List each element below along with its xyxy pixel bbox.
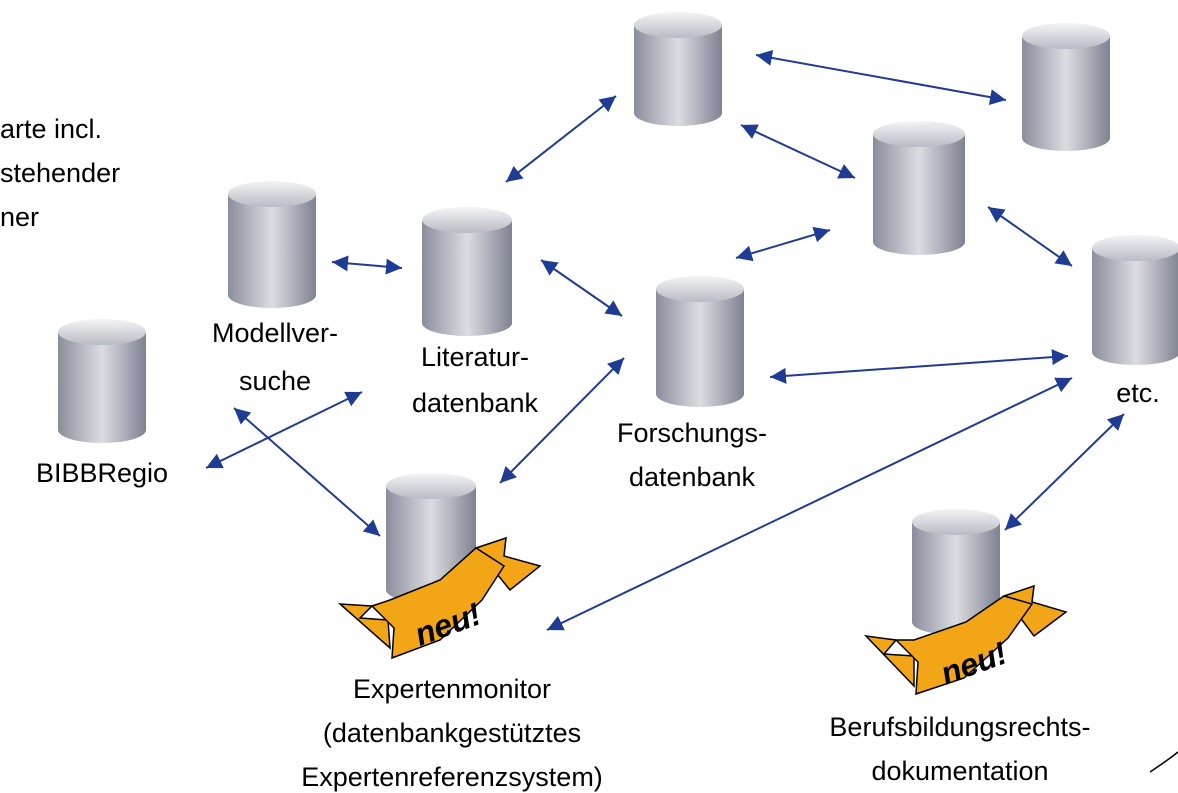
- arrow-topdb-middledb: [740, 124, 856, 179]
- arrow-bibbregio-modellversuche: [205, 391, 363, 469]
- label-literatur-line1: Literatur-: [421, 342, 529, 372]
- arrow-modellversuche-expertenmonitor: [233, 407, 381, 537]
- label-modellversuche: Modellver- suche: [212, 318, 338, 396]
- database-cylinder-middle: [873, 121, 965, 255]
- database-cylinder-right: [1022, 23, 1110, 151]
- database-cylinder-forschung: [656, 276, 744, 407]
- intro-line-1: arte incl.: [0, 114, 102, 144]
- arrow-literatur-topdb: [505, 95, 617, 183]
- arrow-topdb-rightdb: [755, 49, 1007, 106]
- label-expertenmonitor-line1: Expertenmonitor: [353, 674, 551, 704]
- arrow-modellversuche-literatur: [331, 255, 403, 275]
- arrow-expertenmonitor-etc: [546, 377, 1073, 631]
- label-bibbregio: BIBBRegio: [36, 458, 168, 488]
- label-forschung: Forschungs- datenbank: [617, 418, 767, 492]
- label-berufsbildung-line2: dokumentation: [871, 756, 1048, 786]
- connections: [205, 49, 1125, 631]
- database-cylinder-literatur: [422, 207, 512, 336]
- database-cylinder-modellversuche: [228, 181, 316, 308]
- label-modellversuche-line1: Modellver-: [212, 318, 338, 348]
- label-forschung-line2: datenbank: [629, 462, 756, 492]
- decorative-curve: [1149, 751, 1178, 773]
- arrow-expertenmonitor-forschung: [499, 357, 625, 484]
- database-cylinder-berufsbildung: [912, 509, 1000, 635]
- label-literatur-line2: datenbank: [412, 388, 539, 418]
- database-cylinder-top: [634, 12, 722, 126]
- label-expertenmonitor-line3: Expertenreferenzsystem): [301, 762, 603, 792]
- intro-line-2: stehender: [0, 158, 120, 188]
- arrow-forschung-middledb: [735, 226, 831, 262]
- label-modellversuche-line2: suche: [239, 366, 311, 396]
- intro-line-3: ner: [0, 202, 39, 232]
- database-cylinder-etc: [1092, 235, 1178, 365]
- database-cylinder-bibbregio: [58, 319, 146, 443]
- label-forschung-line1: Forschungs-: [617, 418, 767, 448]
- label-literatur: Literatur- datenbank: [412, 342, 539, 418]
- label-berufsbildung: Berufsbildungsrechts- dokumentation: [829, 712, 1090, 786]
- label-berufsbildung-line1: Berufsbildungsrechts-: [829, 712, 1090, 742]
- arrow-forschung-etc: [769, 349, 1069, 384]
- label-expertenmonitor-line2: (datenbankgestütztes: [323, 718, 581, 748]
- arrow-middledb-etc: [987, 206, 1073, 267]
- intro-text: arte incl. stehender ner: [0, 114, 120, 232]
- new-banner-expertenmonitor: neu!: [337, 536, 542, 660]
- label-etc: etc.: [1116, 378, 1160, 408]
- arrow-literatur-forschung: [540, 259, 623, 317]
- arrow-berufsbildung-etc: [1004, 413, 1125, 531]
- label-expertenmonitor: Expertenmonitor (datenbankgestütztes Exp…: [301, 674, 603, 792]
